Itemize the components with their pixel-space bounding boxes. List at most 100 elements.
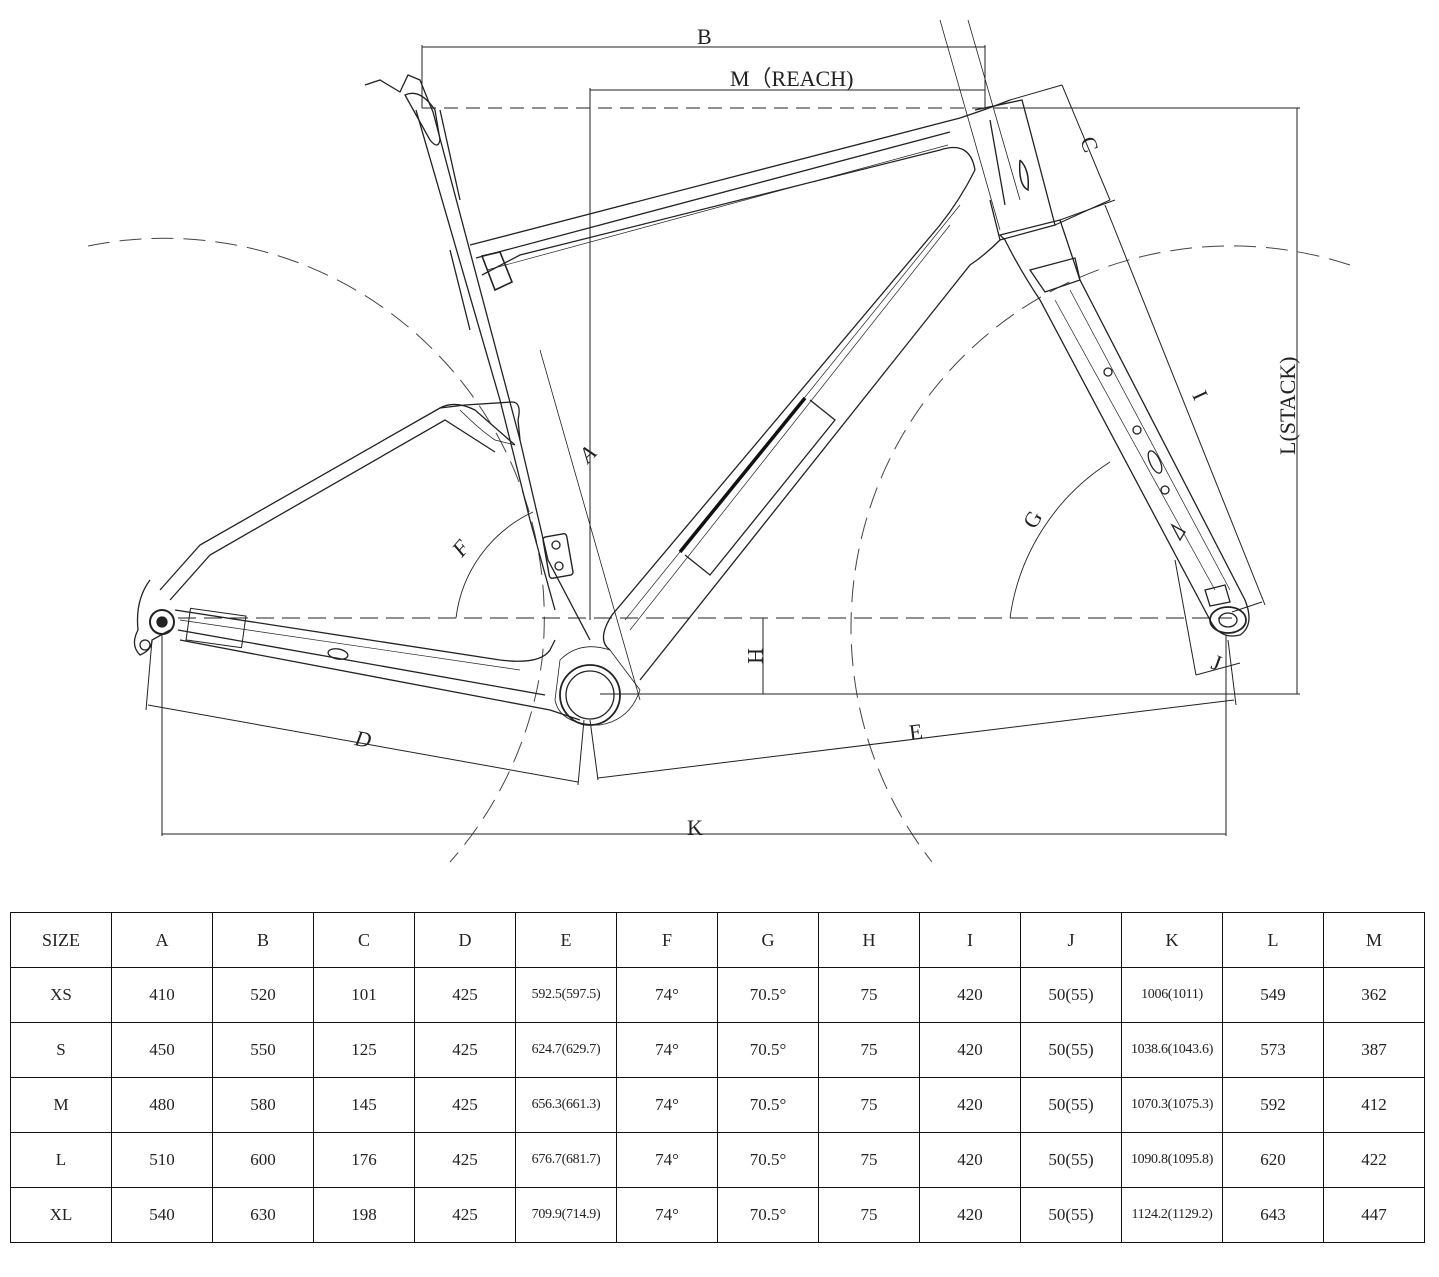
cell-m: 422 bbox=[1323, 1132, 1425, 1188]
cell-e: 624.7(629.7) bbox=[515, 1022, 617, 1078]
cell-size: L bbox=[10, 1132, 112, 1188]
cell-m: 362 bbox=[1323, 967, 1425, 1023]
table-header-row: SIZE A B C D E F G H I J K L M bbox=[10, 912, 1425, 968]
header-c: C bbox=[313, 912, 415, 968]
cell-f: 74° bbox=[616, 1022, 718, 1078]
cell-b: 630 bbox=[212, 1187, 314, 1243]
cell-b: 550 bbox=[212, 1022, 314, 1078]
cell-a: 410 bbox=[111, 967, 213, 1023]
header-b: B bbox=[212, 912, 314, 968]
cell-m: 447 bbox=[1323, 1187, 1425, 1243]
front-wheel-arc bbox=[850, 245, 1351, 863]
cell-i: 420 bbox=[919, 967, 1021, 1023]
cell-i: 420 bbox=[919, 1132, 1021, 1188]
header-f: F bbox=[616, 912, 718, 968]
cell-g: 70.5° bbox=[717, 1022, 819, 1078]
cell-h: 75 bbox=[818, 1132, 920, 1188]
cell-h: 75 bbox=[818, 1022, 920, 1078]
frame-outline bbox=[133, 74, 1250, 726]
table-row: S 450 550 125 425 624.7(629.7) 74° 70.5°… bbox=[10, 1022, 1425, 1078]
cell-g: 70.5° bbox=[717, 1132, 819, 1188]
header-size: SIZE bbox=[10, 912, 112, 968]
cell-g: 70.5° bbox=[717, 1077, 819, 1133]
cell-c: 125 bbox=[313, 1022, 415, 1078]
cell-k: 1070.3(1075.3) bbox=[1121, 1077, 1223, 1133]
table-row: XL 540 630 198 425 709.9(714.9) 74° 70.5… bbox=[10, 1187, 1425, 1243]
cell-size: XS bbox=[10, 967, 112, 1023]
header-a: A bbox=[111, 912, 213, 968]
cell-b: 580 bbox=[212, 1077, 314, 1133]
cell-b: 600 bbox=[212, 1132, 314, 1188]
cell-k: 1038.6(1043.6) bbox=[1121, 1022, 1223, 1078]
cell-b: 520 bbox=[212, 967, 314, 1023]
cell-i: 420 bbox=[919, 1077, 1021, 1133]
cell-e: 676.7(681.7) bbox=[515, 1132, 617, 1188]
cell-j: 50(55) bbox=[1020, 1077, 1122, 1133]
table-row: L 510 600 176 425 676.7(681.7) 74° 70.5°… bbox=[10, 1132, 1425, 1188]
cell-h: 75 bbox=[818, 1077, 920, 1133]
cell-f: 74° bbox=[616, 967, 718, 1023]
label-k: K bbox=[687, 815, 703, 840]
cell-j: 50(55) bbox=[1020, 1187, 1122, 1243]
cell-a: 450 bbox=[111, 1022, 213, 1078]
cell-l: 592 bbox=[1222, 1077, 1324, 1133]
cell-a: 480 bbox=[111, 1077, 213, 1133]
label-l-stack: L(STACK) bbox=[1275, 357, 1300, 455]
cell-i: 420 bbox=[919, 1187, 1021, 1243]
cell-d: 425 bbox=[414, 1187, 516, 1243]
cell-m: 387 bbox=[1323, 1022, 1425, 1078]
label-j: J bbox=[1208, 649, 1225, 676]
cell-g: 70.5° bbox=[717, 967, 819, 1023]
label-m-reach: M（REACH) bbox=[730, 66, 853, 91]
cell-j: 50(55) bbox=[1020, 1022, 1122, 1078]
label-h: H bbox=[743, 648, 768, 664]
cell-l: 643 bbox=[1222, 1187, 1324, 1243]
cell-g: 70.5° bbox=[717, 1187, 819, 1243]
table-row: M 480 580 145 425 656.3(661.3) 74° 70.5°… bbox=[10, 1077, 1425, 1133]
cell-c: 101 bbox=[313, 967, 415, 1023]
table-row: XS 410 520 101 425 592.5(597.5) 74° 70.5… bbox=[10, 967, 1425, 1023]
rear-axle bbox=[149, 609, 175, 635]
cell-d: 425 bbox=[414, 967, 516, 1023]
cell-d: 425 bbox=[414, 1132, 516, 1188]
cell-k: 1006(1011) bbox=[1121, 967, 1223, 1023]
cell-e: 592.5(597.5) bbox=[515, 967, 617, 1023]
cell-c: 176 bbox=[313, 1132, 415, 1188]
cell-e: 709.9(714.9) bbox=[515, 1187, 617, 1243]
cell-k: 1124.2(1129.2) bbox=[1121, 1187, 1223, 1243]
cell-f: 74° bbox=[616, 1187, 718, 1243]
cell-d: 425 bbox=[414, 1022, 516, 1078]
cell-i: 420 bbox=[919, 1022, 1021, 1078]
cell-f: 74° bbox=[616, 1132, 718, 1188]
header-g: G bbox=[717, 912, 819, 968]
label-f: F bbox=[446, 534, 475, 562]
cell-c: 198 bbox=[313, 1187, 415, 1243]
label-b: B bbox=[697, 24, 712, 49]
cell-a: 540 bbox=[111, 1187, 213, 1243]
cell-c: 145 bbox=[313, 1077, 415, 1133]
geometry-table: SIZE A B C D E F G H I J K L M XS 410 52… bbox=[10, 912, 1425, 1243]
header-e: E bbox=[515, 912, 617, 968]
label-d: D bbox=[352, 725, 373, 753]
bottom-bracket bbox=[559, 664, 621, 726]
cell-l: 573 bbox=[1222, 1022, 1324, 1078]
label-e: E bbox=[908, 719, 924, 745]
header-m: M bbox=[1323, 912, 1425, 968]
cell-size: M bbox=[10, 1077, 112, 1133]
header-l: L bbox=[1222, 912, 1324, 968]
header-h: H bbox=[818, 912, 920, 968]
cell-l: 549 bbox=[1222, 967, 1324, 1023]
cell-j: 50(55) bbox=[1020, 967, 1122, 1023]
cell-h: 75 bbox=[818, 967, 920, 1023]
header-d: D bbox=[414, 912, 516, 968]
label-i: I bbox=[1187, 387, 1213, 404]
cell-a: 510 bbox=[111, 1132, 213, 1188]
cell-j: 50(55) bbox=[1020, 1132, 1122, 1188]
cell-d: 425 bbox=[414, 1077, 516, 1133]
cell-h: 75 bbox=[818, 1187, 920, 1243]
cell-l: 620 bbox=[1222, 1132, 1324, 1188]
cell-size: S bbox=[10, 1022, 112, 1078]
rear-wheel-arc bbox=[87, 237, 545, 863]
cell-size: XL bbox=[10, 1187, 112, 1243]
label-a: A bbox=[572, 440, 601, 469]
